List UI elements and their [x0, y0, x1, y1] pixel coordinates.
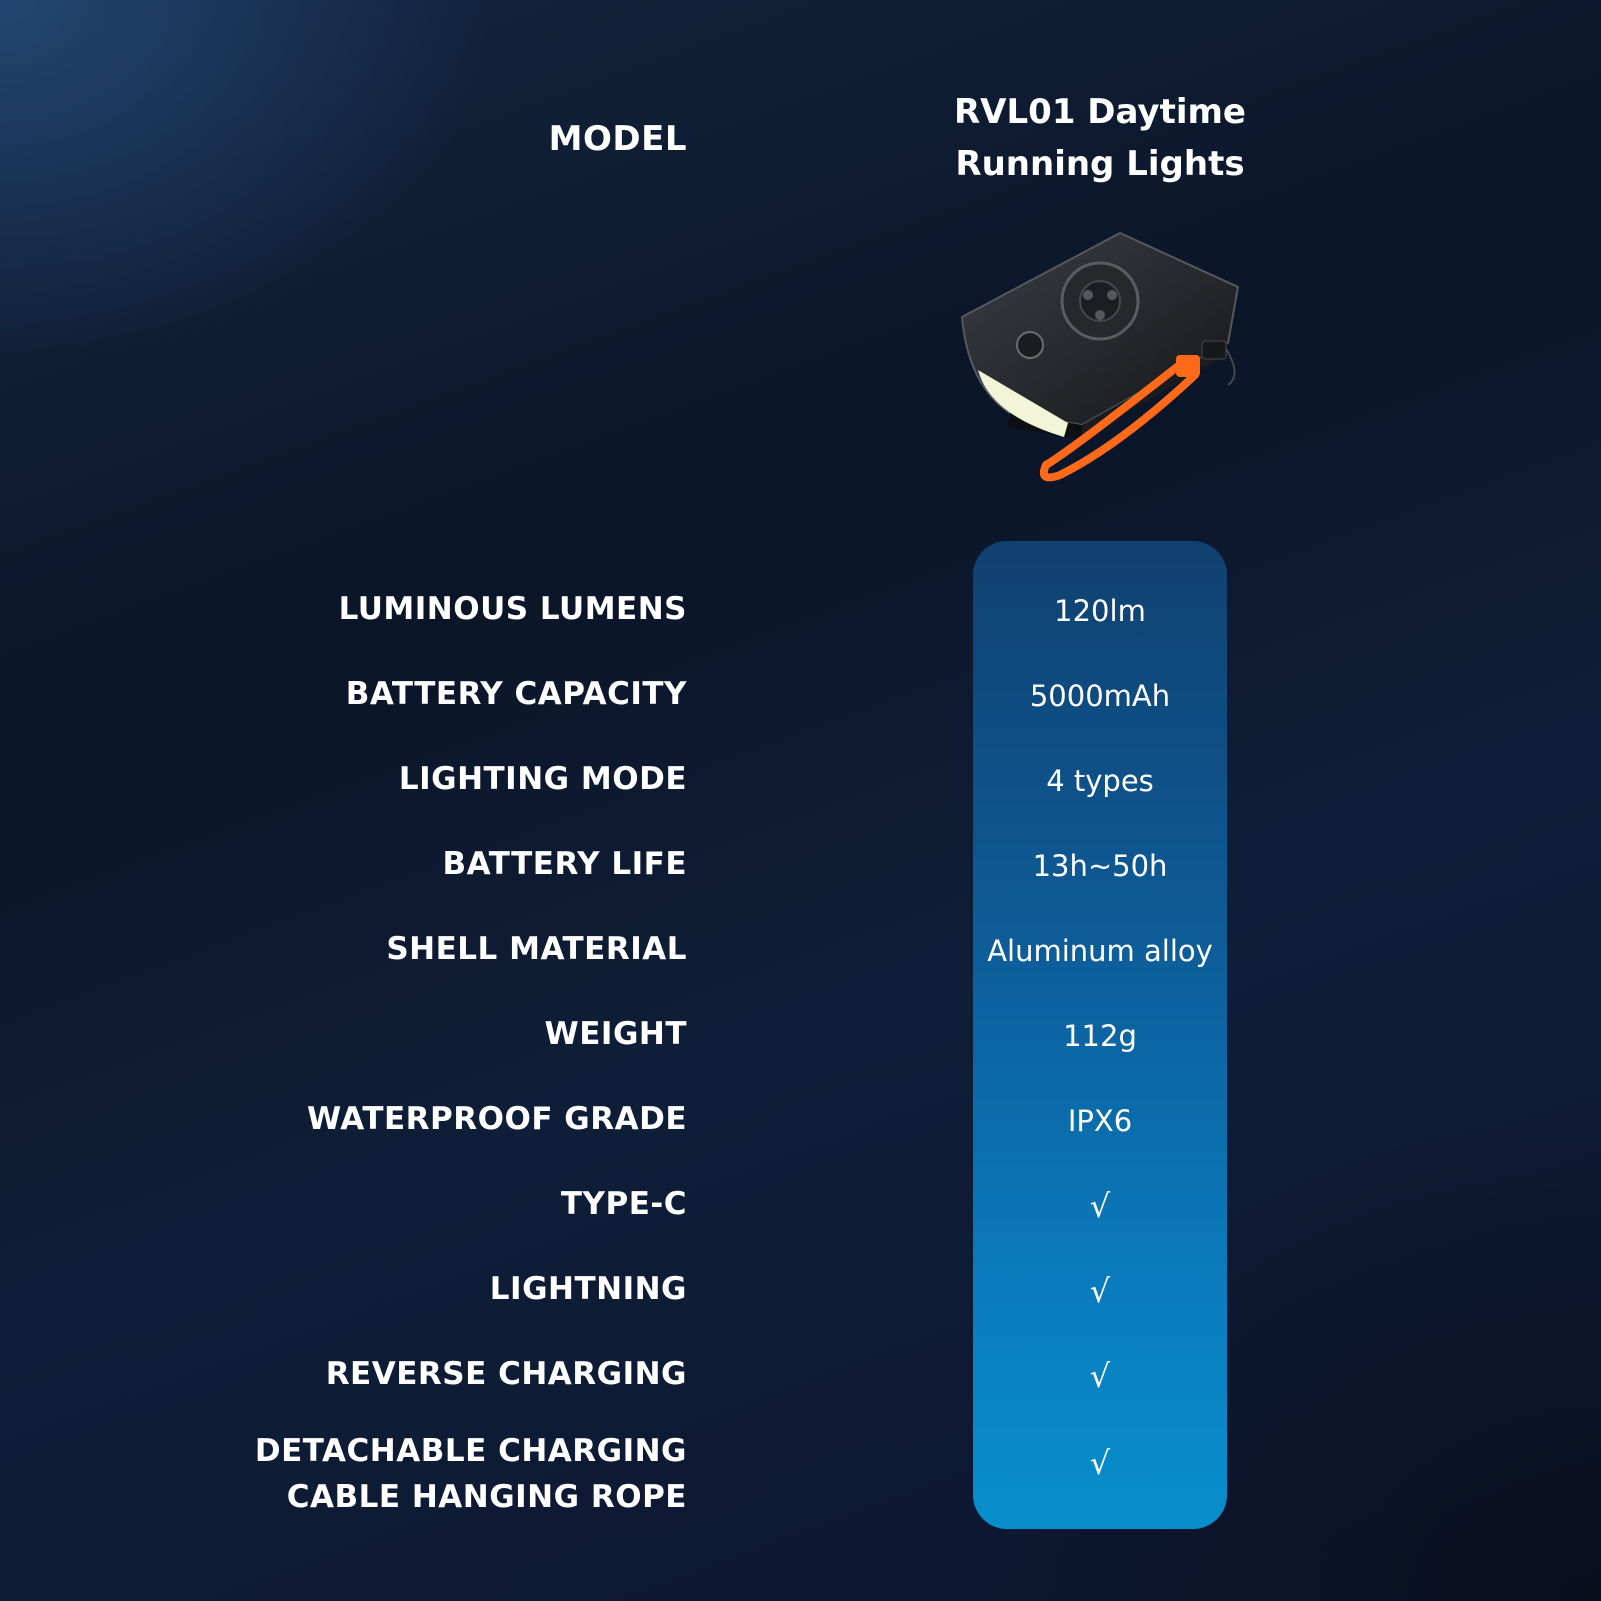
spec-value-type-c: √ [1089, 1187, 1111, 1225]
spec-value-battery-capacity: 5000mAh [1029, 679, 1171, 713]
spec-label-battery-life: BATTERY LIFE [442, 846, 687, 882]
cable-plug [1201, 340, 1227, 360]
spec-value-waterproof: IPX6 [1067, 1104, 1133, 1138]
spec-label-reverse-charging: REVERSE CHARGING [325, 1356, 687, 1392]
spec-value-lumens: 120lm [1054, 594, 1146, 628]
spec-value-lighting-mode: 4 types [1046, 764, 1154, 798]
model-name-line2: Running Lights [955, 144, 1245, 184]
led-strip [978, 370, 1068, 437]
spec-label-battery-capacity: BATTERY CAPACITY [345, 676, 687, 712]
spec-label-shell-material: SHELL MATERIAL [386, 931, 687, 967]
spec-label-weight: WEIGHT [544, 1016, 687, 1052]
spec-value-lightning: √ [1089, 1272, 1111, 1310]
spec-value-battery-life: 13h~50h [1032, 849, 1168, 883]
power-button [1016, 331, 1044, 359]
strap [1039, 359, 1199, 482]
spec-label-lightning: LIGHTNING [489, 1271, 687, 1307]
spec-value-reverse-charging: √ [1089, 1357, 1111, 1395]
spec-value-shell-material: Aluminum alloy [987, 934, 1213, 968]
spec-label-waterproof: WATERPROOF GRADE [306, 1101, 687, 1137]
spec-label-lumens: LUMINOUS LUMENS [338, 591, 687, 627]
spec-value-detachable-cable: √ [1089, 1444, 1111, 1482]
values-panel [973, 541, 1227, 1529]
model-name: RVL01 Daytime Running Lights [930, 86, 1270, 190]
spec-label-detachable-cable-line2: CABLE HANGING ROPE [286, 1479, 687, 1515]
model-name-line1: RVL01 Daytime [954, 92, 1246, 132]
spec-label-detachable-cable-line1: DETACHABLE CHARGING [254, 1433, 687, 1469]
spec-value-weight: 112g [1063, 1019, 1137, 1053]
spec-label-detachable-cable: DETACHABLE CHARGING CABLE HANGING ROPE [255, 1428, 687, 1520]
bike-light-product-image [960, 231, 1240, 482]
spec-label-lighting-mode: LIGHTING MODE [398, 761, 687, 797]
spec-label-type-c: TYPE-C [560, 1186, 687, 1222]
strap-clip [1176, 355, 1200, 377]
model-label: MODEL [548, 119, 687, 159]
